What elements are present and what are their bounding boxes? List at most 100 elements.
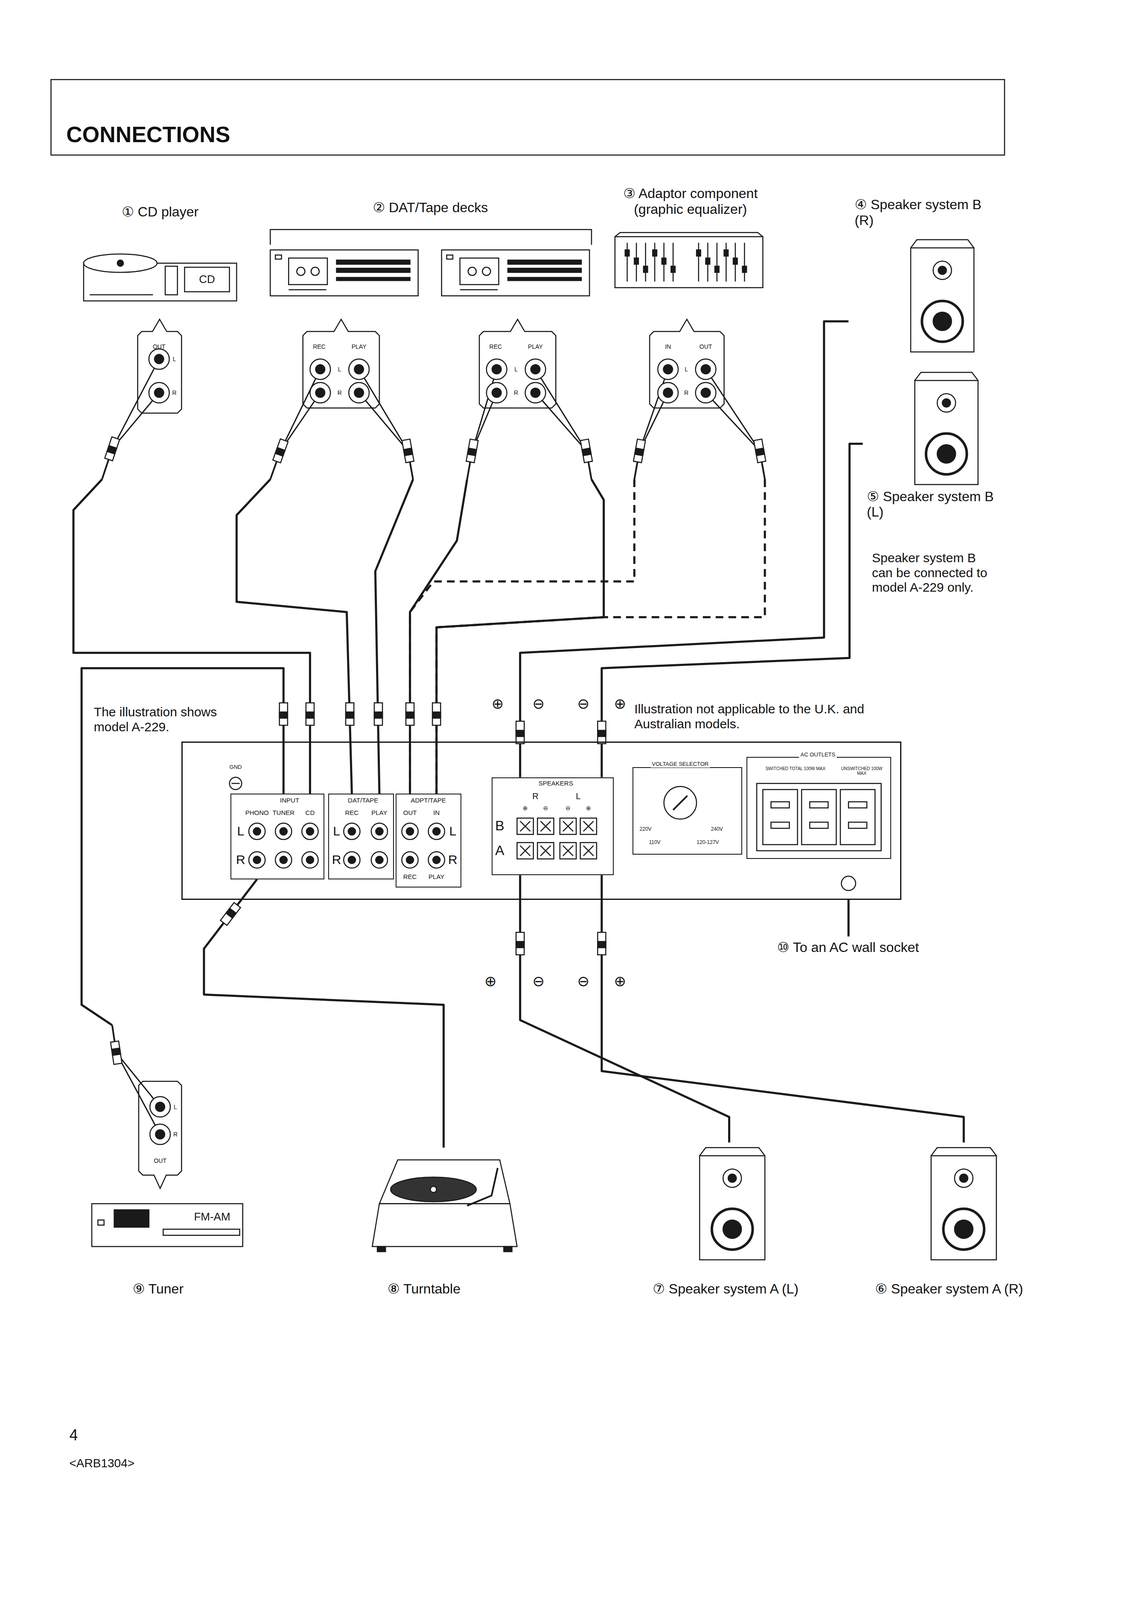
tweeter-dome bbox=[942, 398, 951, 407]
node-sublabel: REC bbox=[399, 872, 421, 881]
channel-label: L bbox=[173, 1103, 178, 1111]
rca-jack-pin bbox=[663, 364, 673, 374]
plug-body bbox=[405, 702, 414, 726]
ac-outlet-panel: AC OUTLETSSWITCHED TOTAL 100W MAXUNSWITC… bbox=[746, 756, 892, 859]
tuner-unit: ⑨ Tuner bbox=[86, 1024, 255, 1311]
voltage-selector: VOLTAGE SELECTOR220V240V110V120-127V bbox=[632, 766, 743, 855]
tonearm bbox=[466, 1167, 498, 1206]
woofer bbox=[711, 1208, 753, 1250]
speaker-terminal bbox=[516, 817, 534, 834]
speaker-terminal bbox=[516, 842, 534, 859]
terminal-label: GND bbox=[229, 763, 242, 770]
plug-body bbox=[220, 902, 241, 925]
slider-knob bbox=[634, 258, 639, 265]
input-jack bbox=[275, 822, 292, 840]
outlet-frame bbox=[756, 783, 882, 851]
channel-label: R bbox=[332, 852, 342, 868]
terminal-cross bbox=[540, 821, 551, 832]
channel-label: L bbox=[449, 823, 457, 839]
plug-body bbox=[402, 439, 414, 463]
tweeter bbox=[954, 1168, 974, 1187]
outlet-slot bbox=[770, 822, 790, 828]
speaker-terminal-block: SPEAKERSRLBA bbox=[491, 777, 615, 875]
speaker-terminal bbox=[580, 842, 597, 859]
node-sublabel: L bbox=[572, 791, 585, 802]
woofer-cap bbox=[954, 1219, 974, 1239]
speaker-terminal bbox=[537, 817, 554, 834]
node-sublabel: REC bbox=[341, 808, 362, 817]
terminal-cross bbox=[520, 821, 531, 832]
rca-plug bbox=[432, 702, 441, 726]
channel-label: L bbox=[237, 823, 245, 839]
note: Illustration not applicable to the U.K. … bbox=[634, 701, 915, 732]
rca-jack-pin bbox=[155, 1101, 165, 1112]
display-window bbox=[165, 266, 178, 295]
input-jack-pin bbox=[432, 856, 441, 864]
meter-bar bbox=[507, 277, 582, 281]
input-jack-pin bbox=[432, 827, 441, 835]
node-sublabel: A bbox=[492, 842, 507, 859]
node-label: SPEAKERS bbox=[525, 779, 587, 787]
tape-deck-body bbox=[441, 249, 590, 296]
polarity-mark: ⊖ bbox=[532, 972, 545, 990]
disc-tray bbox=[83, 253, 158, 273]
speaker-cabinet bbox=[931, 1155, 997, 1260]
patch-wire bbox=[535, 392, 587, 451]
slider-knob bbox=[670, 266, 676, 273]
speaker-terminal bbox=[559, 817, 577, 834]
outlet-slot bbox=[809, 822, 828, 828]
rca-jack bbox=[148, 382, 170, 403]
slider-knob bbox=[714, 266, 720, 273]
input-jack-pin bbox=[406, 856, 414, 864]
slider-knob bbox=[742, 266, 747, 273]
tape-deck-body bbox=[270, 249, 418, 296]
reel bbox=[296, 267, 305, 276]
node-sublabel: 220V bbox=[634, 826, 657, 833]
equalizer-unit: ③ Adaptor component (graphic equalizer) bbox=[609, 183, 773, 480]
patch-wire bbox=[116, 1052, 161, 1134]
rca-jack bbox=[348, 358, 370, 380]
plug-body bbox=[432, 702, 441, 726]
terminal-cross bbox=[583, 821, 594, 832]
node-label: AC OUTLETS bbox=[799, 751, 837, 758]
plug-band bbox=[306, 711, 315, 718]
input-jack-pin bbox=[375, 827, 383, 835]
rca-jack bbox=[309, 358, 331, 380]
node-sublabel: UNSWITCHED 100W MAX bbox=[839, 766, 885, 776]
terminal-cross bbox=[520, 845, 531, 856]
slider-knob bbox=[733, 258, 738, 265]
rca-plug bbox=[402, 439, 414, 463]
node-label: INPUT bbox=[267, 796, 312, 804]
speaker-cabinet bbox=[914, 380, 978, 485]
rca-jack bbox=[348, 382, 370, 403]
plug-band bbox=[432, 711, 441, 718]
tweeter-dome bbox=[959, 1173, 968, 1182]
plug-body bbox=[753, 439, 766, 463]
patch-wire bbox=[358, 369, 409, 451]
slider-track bbox=[725, 242, 727, 282]
rca-plug bbox=[515, 720, 525, 744]
plug-band bbox=[582, 448, 592, 456]
rca-jack bbox=[486, 382, 508, 403]
input-jack-pin bbox=[406, 827, 414, 835]
input-jack-pin bbox=[279, 856, 288, 864]
plug-band bbox=[467, 448, 477, 456]
rca-jack bbox=[695, 382, 717, 403]
tape-deck-unit: ② DAT/Tape decks bbox=[267, 198, 596, 480]
reel bbox=[468, 267, 477, 276]
signal-cable bbox=[601, 874, 964, 1143]
outlet-slot bbox=[770, 801, 790, 808]
rca-jack bbox=[657, 358, 679, 380]
speaker-terminal bbox=[537, 842, 554, 859]
node-sublabel: OUT bbox=[399, 808, 421, 817]
jack-label: PLAY bbox=[527, 343, 543, 350]
slider-knob bbox=[724, 249, 729, 256]
outlet-slot bbox=[848, 801, 867, 808]
patch-wire bbox=[112, 358, 160, 449]
rca-plug bbox=[110, 1040, 123, 1065]
voltage-knob bbox=[664, 786, 697, 819]
input-jack bbox=[301, 822, 318, 840]
reel bbox=[311, 267, 320, 276]
